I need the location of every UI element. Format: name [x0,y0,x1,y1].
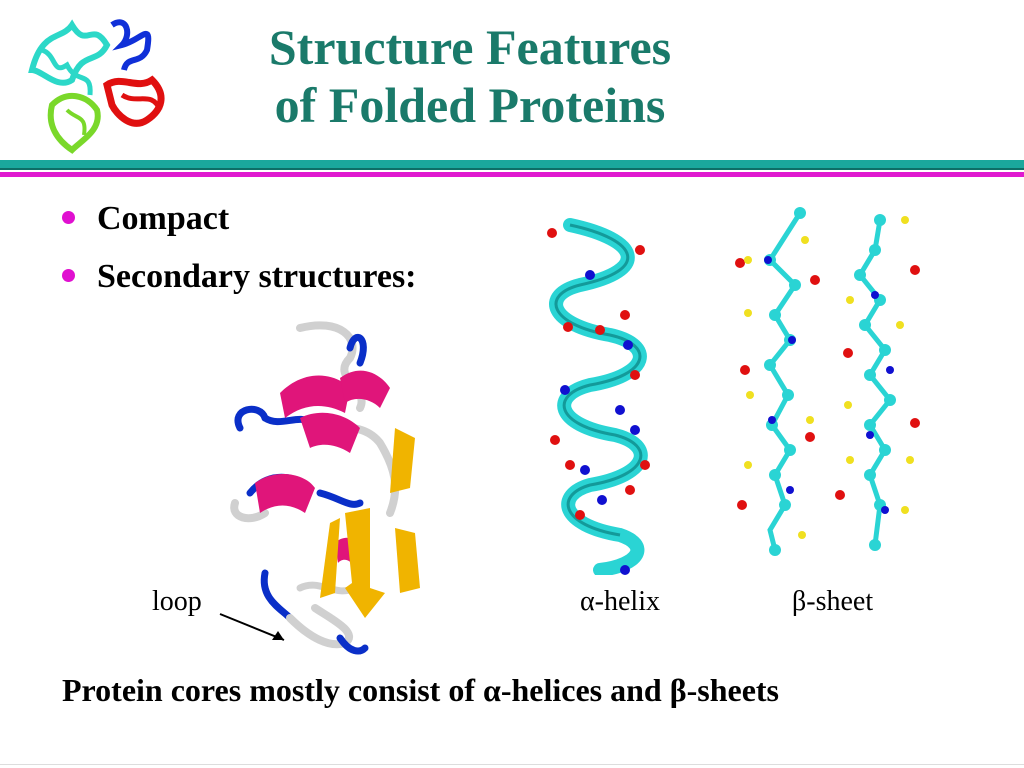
label-alpha-helix: α-helix [580,586,660,617]
title-line-1: Structure Features [268,19,672,75]
bullet-secondary-structures: Secondary structures: [62,258,417,296]
ribbon-protein-icon [230,321,420,655]
protein-logo-icon [28,19,165,154]
bullet-compact: Compact [62,200,229,238]
bullet-text: Secondary structures: [97,258,417,295]
divider-dark [0,168,1024,170]
alpha-helix-model-icon [547,218,650,575]
footer-statement: Protein cores mostly consist of α-helice… [62,672,779,708]
slide-title: Structure Features of Folded Proteins [200,18,740,134]
label-beta-sheet: β-sheet [792,586,874,617]
divider-teal [0,160,1024,168]
label-loop: loop [152,586,202,617]
beta-sheet-model-icon [735,207,920,556]
bullet-dot-icon [62,210,75,224]
bullet-dot-icon [62,268,75,282]
bullet-text: Compact [97,200,230,237]
title-line-2: of Folded Proteins [274,77,666,133]
arrow-icon [219,613,285,641]
divider-magenta [0,172,1024,177]
bottom-border [0,764,1024,765]
